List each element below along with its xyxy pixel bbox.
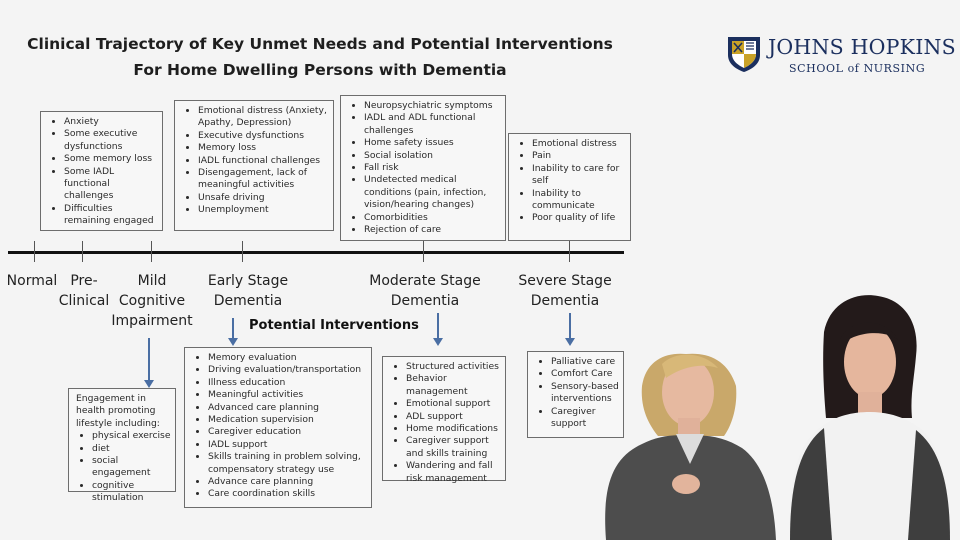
list-item: Executive dysfunctions: [198, 130, 329, 142]
list-item: Rejection of care: [364, 224, 501, 236]
arrow-early: [228, 318, 238, 346]
list-item: IADL support: [208, 439, 367, 451]
arrow-mci: [144, 338, 154, 388]
list-item: Unemployment: [198, 204, 329, 216]
stage-label-early: Early Stage Dementia: [207, 273, 289, 309]
stage-label-preclinical: Pre- Clinical: [58, 273, 110, 309]
timeline-tick: [34, 241, 35, 262]
list-item: Comfort Care: [551, 368, 619, 380]
list-item: Emotional distress (Anxiety, Apathy, Dep…: [198, 105, 329, 130]
list-item: Memory loss: [198, 142, 329, 154]
mci-lead-text: Engagement in health promoting lifestyle…: [76, 393, 160, 429]
list-item: Caregiver education: [208, 426, 367, 438]
stage-label-mci: Mild Cognitive Impairment: [111, 273, 193, 329]
list-item: Neuropsychiatric symptoms: [364, 100, 501, 112]
list-item: Palliative care: [551, 356, 619, 368]
logo-subtitle: SCHOOL of NURSING: [789, 62, 926, 75]
logo-wordmark: JOHNS HOPKINS: [768, 35, 956, 59]
list-item: Structured activities: [406, 361, 501, 373]
list-item: Wandering and fall risk management: [406, 460, 501, 485]
needs-box-preclinical: AnxietySome executive dysfunctionsSome m…: [40, 111, 163, 231]
list-item: IADL and ADL functional challenges: [364, 112, 501, 137]
list-item: Poor quality of life: [532, 212, 626, 224]
interventions-heading: Potential Interventions: [249, 318, 419, 333]
list-item: Home modifications: [406, 423, 501, 435]
list-item: Meaningful activities: [208, 389, 367, 401]
list-item: ADL support: [406, 411, 501, 423]
list-item: Undetected medical conditions (pain, inf…: [364, 174, 501, 211]
interventions-box-severe: Palliative careComfort CareSensory-based…: [527, 351, 624, 438]
interventions-box-moderate: Structured activitiesBehavior management…: [382, 356, 506, 484]
list-item: Pain: [532, 150, 626, 162]
needs-box-moderate-stage: Neuropsychiatric symptomsIADL and ADL fu…: [340, 95, 506, 241]
list-item: Advanced care planning: [208, 402, 367, 414]
arrow-severe: [565, 313, 575, 346]
list-item: Disengagement, lack of meaningful activi…: [198, 167, 329, 192]
diagram-title-line2: For Home Dwelling Persons with Dementia: [133, 61, 507, 79]
list-item: Emotional support: [406, 398, 501, 410]
needs-box-severe-stage: Emotional distressPainInability to care …: [508, 133, 631, 241]
needs-box-early-stage: Emotional distress (Anxiety, Apathy, Dep…: [174, 100, 334, 231]
list-item: Caregiver support and skills training: [406, 435, 501, 460]
list-item: diet: [92, 443, 171, 455]
list-item: Behavior management: [406, 373, 501, 398]
list-item: Emotional distress: [532, 138, 626, 150]
list-item: IADL functional challenges: [198, 155, 329, 167]
timeline-axis: [8, 251, 624, 254]
interventions-box-mci: Engagement in health promoting lifestyle…: [68, 388, 176, 503]
stage-label-normal: Normal: [6, 273, 58, 289]
list-item: Inability to communicate: [532, 188, 626, 213]
list-item: Caregiver support: [551, 406, 619, 431]
interventions-box-early: Memory evaluationDriving evaluation/tran…: [184, 347, 372, 508]
list-item: Social isolation: [364, 150, 501, 162]
stage-label-severe: Severe Stage Dementia: [518, 273, 612, 309]
timeline-tick: [242, 241, 243, 262]
diagram-title-line1: Clinical Trajectory of Key Unmet Needs a…: [27, 35, 613, 53]
list-item: Illness education: [208, 377, 367, 389]
list-item: Memory evaluation: [208, 352, 367, 364]
list-item: Home safety issues: [364, 137, 501, 149]
list-item: Anxiety: [64, 116, 158, 128]
presenter-left: [605, 353, 776, 540]
list-item: Unsafe driving: [198, 192, 329, 204]
list-item: cognitive stimulation: [92, 480, 171, 505]
list-item: Difficulties remaining engaged: [64, 203, 158, 228]
list-item: Comorbidities: [364, 212, 501, 224]
arrow-moderate: [433, 313, 443, 346]
johns-hopkins-logo: JOHNS HOPKINS SCHOOL of NURSING: [726, 35, 956, 77]
list-item: Some executive dysfunctions: [64, 128, 158, 153]
list-item: Some memory loss: [64, 153, 158, 165]
timeline-tick: [423, 241, 424, 262]
list-item: Care coordination skills: [208, 488, 367, 500]
list-item: Inability to care for self: [532, 163, 626, 188]
list-item: Advance care planning: [208, 476, 367, 488]
list-item: Driving evaluation/transportation: [208, 364, 367, 376]
list-item: Fall risk: [364, 162, 501, 174]
university-shield-icon: [728, 37, 760, 72]
list-item: physical exercise: [92, 430, 171, 442]
timeline-tick: [82, 241, 83, 262]
list-item: Sensory-based interventions: [551, 381, 619, 406]
stage-label-moderate: Moderate Stage Dementia: [369, 273, 481, 309]
timeline-tick: [569, 241, 570, 262]
list-item: Some IADL functional challenges: [64, 166, 158, 203]
timeline-tick: [151, 241, 152, 262]
list-item: Skills training in problem solving, comp…: [208, 451, 367, 476]
presenter-right: [789, 295, 950, 540]
list-item: social engagement: [92, 455, 171, 480]
list-item: Medication supervision: [208, 414, 367, 426]
presenters-video: [605, 295, 950, 540]
